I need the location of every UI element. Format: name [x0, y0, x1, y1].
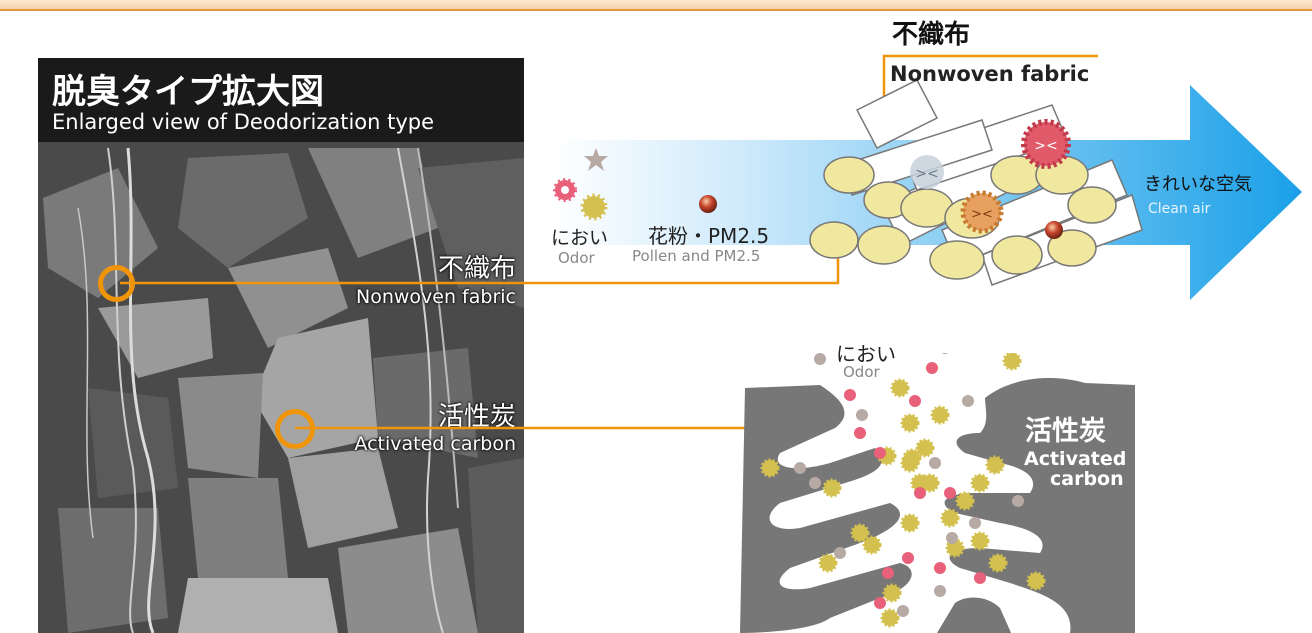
filter-title-en: Nonwoven fabric: [890, 62, 1090, 86]
top-band-line: [0, 9, 1312, 11]
filter-clean-jp: きれいな空気: [1144, 174, 1252, 195]
photo-title: 脱臭タイプ拡大図: [52, 72, 324, 112]
photo-label-nonwoven-en: Nonwoven fabric: [356, 286, 516, 308]
filter-diagram: >< >< ><: [552, 79, 1302, 300]
filter-odor-en: Odor: [558, 249, 595, 267]
sem-texture: [38, 142, 524, 633]
photo-label-nonwoven-jp: 不織布: [437, 254, 516, 284]
filter-clean-en: Clean air: [1148, 201, 1211, 217]
photo-subtitle: Enlarged view of Deodorization type: [52, 110, 435, 134]
carbon-odor-en: Odor: [843, 363, 880, 381]
filter-title-jp: 不織布: [892, 20, 971, 50]
carbon-odor-jp: におい: [836, 342, 896, 366]
svg-text:><: ><: [971, 207, 993, 222]
top-band: [0, 0, 1312, 9]
photo-header: [38, 58, 524, 142]
svg-text:><: ><: [1034, 138, 1057, 154]
carbon-title-en-2: carbon: [1050, 468, 1124, 490]
carbon-title-jp: 活性炭: [1025, 416, 1106, 447]
filter-odor-jp: におい: [551, 227, 609, 249]
photo-ring-carbon: [275, 409, 315, 449]
carbon-diagram: [740, 353, 1135, 633]
carbon-title-en-1: Activated: [1024, 448, 1127, 470]
photo-label-carbon-en: Activated carbon: [354, 433, 516, 455]
filter-pollen-jp: 花粉・PM2.5: [648, 224, 770, 248]
photo-ring-nonwoven: [98, 265, 135, 302]
filter-pollen-en: Pollen and PM2.5: [632, 247, 761, 265]
svg-text:><: ><: [915, 166, 938, 182]
sem-photo-panel: 脱臭タイプ拡大図 Enlarged view of Deodorization …: [38, 58, 524, 633]
